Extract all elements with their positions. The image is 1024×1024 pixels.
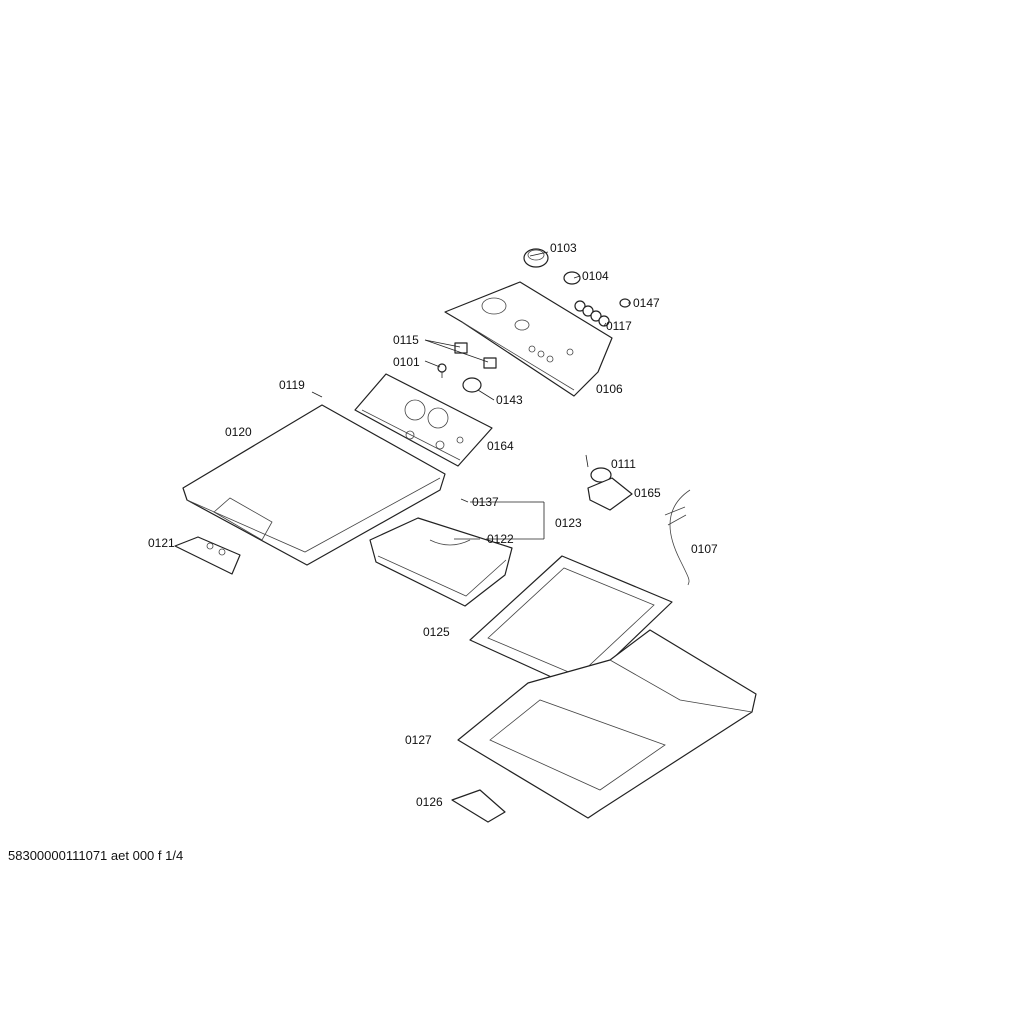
label-0164: 0164 [487, 439, 514, 453]
label-0125: 0125 [423, 625, 450, 639]
part-0115-clips[interactable] [454, 342, 497, 369]
part-0143-encoder[interactable] [462, 377, 482, 393]
part-0119-pin[interactable] [311, 391, 323, 398]
part-0165-pump[interactable] [587, 477, 633, 511]
part-0127-top-frame[interactable] [457, 629, 757, 819]
part-0107-wiring[interactable] [664, 489, 691, 586]
label-0126: 0126 [416, 795, 443, 809]
part-0106-control-panel[interactable] [444, 281, 613, 397]
label-0122: 0122 [487, 532, 514, 546]
part-0137-screw[interactable] [460, 498, 469, 503]
label-0119: 0119 [279, 378, 305, 392]
label-0137: 0137 [472, 495, 499, 509]
label-0127: 0127 [405, 733, 432, 747]
document-id-footer: 58300000111071 aet 000 f 1/4 [8, 848, 184, 863]
label-0115: 0115 [393, 333, 419, 347]
label-0121: 0121 [148, 536, 175, 550]
part-0104-knob[interactable] [563, 271, 581, 285]
label-0104: 0104 [582, 269, 609, 283]
part-0120-lid[interactable] [182, 404, 446, 566]
part-0122-dispenser[interactable] [369, 517, 513, 607]
label-0107: 0107 [691, 542, 718, 556]
part-0117-buttons[interactable] [574, 300, 610, 327]
label-0106: 0106 [596, 382, 623, 396]
label-0101: 0101 [393, 355, 420, 369]
part-0126-clip[interactable] [451, 789, 506, 823]
label-0117: 0117 [606, 319, 632, 333]
part-0101-screw[interactable] [437, 363, 447, 378]
part-0125-tub-ring[interactable] [469, 555, 673, 691]
part-0164-electronic-module[interactable] [354, 373, 493, 467]
part-0121-handle[interactable] [174, 536, 241, 575]
label-0147: 0147 [633, 296, 660, 310]
part-0103-knob[interactable] [523, 248, 549, 268]
label-0103: 0103 [550, 241, 577, 255]
label-0123: 0123 [555, 516, 582, 530]
label-0165: 0165 [634, 486, 661, 500]
leader-lines [424, 251, 631, 540]
label-0111: 0111 [611, 457, 636, 471]
label-0120: 0120 [225, 425, 252, 439]
label-0143: 0143 [496, 393, 523, 407]
part-0111-sensor[interactable] [585, 454, 612, 483]
